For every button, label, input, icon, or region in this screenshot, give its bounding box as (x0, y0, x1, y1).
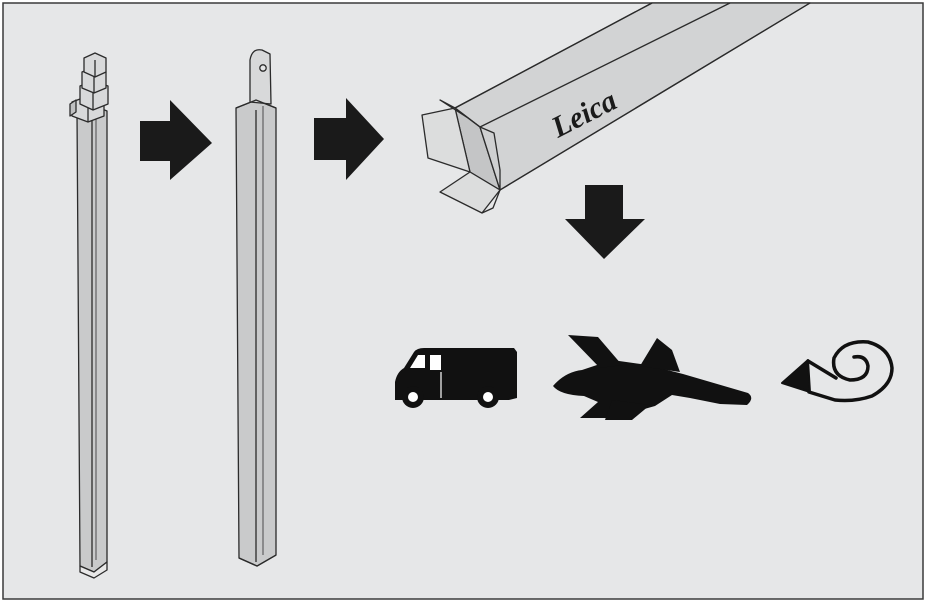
delivery-van-icon (395, 348, 517, 408)
extended-pole (69, 52, 109, 579)
collapsed-pole (235, 49, 277, 567)
airplane-icon (553, 335, 752, 420)
arrow-right-icon (314, 98, 384, 180)
arrow-right-icon (140, 100, 212, 180)
shipping-box: Leica (421, 2, 811, 214)
arrow-down-icon (565, 185, 645, 259)
post-horn-icon (781, 340, 894, 403)
